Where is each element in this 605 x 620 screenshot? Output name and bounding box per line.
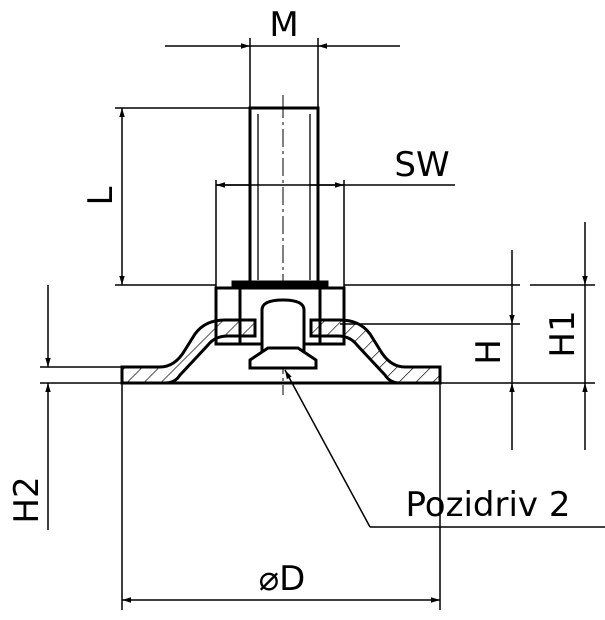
label-h1: H1 bbox=[543, 310, 583, 357]
label-l: L bbox=[81, 186, 121, 205]
label-h: H bbox=[469, 339, 509, 365]
base-plate-section bbox=[120, 318, 442, 385]
label-pozidriv: Pozidriv 2 bbox=[406, 485, 571, 525]
label-m: M bbox=[269, 5, 298, 45]
threaded-stud bbox=[248, 100, 320, 290]
screw bbox=[248, 298, 318, 370]
label-h2: H2 bbox=[7, 476, 47, 523]
label-sw: SW bbox=[394, 145, 449, 185]
label-d: ⌀D bbox=[259, 559, 306, 599]
screw-leader bbox=[284, 369, 371, 528]
